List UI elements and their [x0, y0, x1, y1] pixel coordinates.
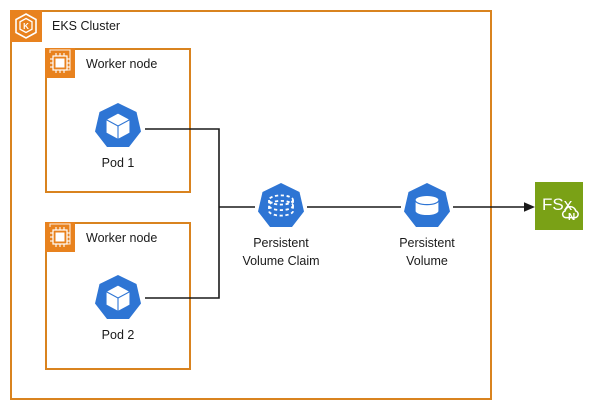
kubernetes-pod-icon — [91, 100, 145, 154]
worker-node-1-icon — [45, 48, 75, 78]
worker-node-2-icon — [45, 222, 75, 252]
node-persistent-volume-claim[interactable]: Persistent Volume Claim — [235, 180, 327, 270]
amazon-fsx-netapp-ontap-icon: FSx N — [535, 182, 583, 230]
node-pod-2-label: Pod 2 — [101, 328, 135, 342]
node-persistent-volume[interactable]: Persistent Volume — [381, 180, 473, 270]
node-pod-1[interactable]: Pod 1 — [72, 100, 164, 172]
eks-cluster-icon: K — [10, 10, 42, 42]
worker-node-2-label: Worker node — [86, 231, 158, 245]
node-amazon-fsx[interactable]: FSx N — [535, 182, 583, 230]
node-pod-2[interactable]: Pod 2 — [72, 272, 164, 344]
node-pod-1-label: Pod 1 — [101, 156, 135, 170]
svg-text:K: K — [23, 22, 29, 31]
kubernetes-persistent-volume-claim-icon — [254, 180, 308, 234]
fsx-netapp-n: N — [568, 212, 575, 223]
worker-node-1-boundary — [45, 48, 191, 193]
eks-cluster-boundary — [10, 10, 492, 400]
kubernetes-persistent-volume-icon — [400, 180, 454, 234]
node-persistent-volume-label: Persistent Volume — [399, 236, 455, 268]
node-persistent-volume-claim-label: Persistent Volume Claim — [242, 236, 320, 268]
eks-cluster-label: EKS Cluster — [52, 19, 121, 33]
worker-node-1-label: Worker node — [86, 57, 158, 71]
kubernetes-pod-icon — [91, 272, 145, 326]
